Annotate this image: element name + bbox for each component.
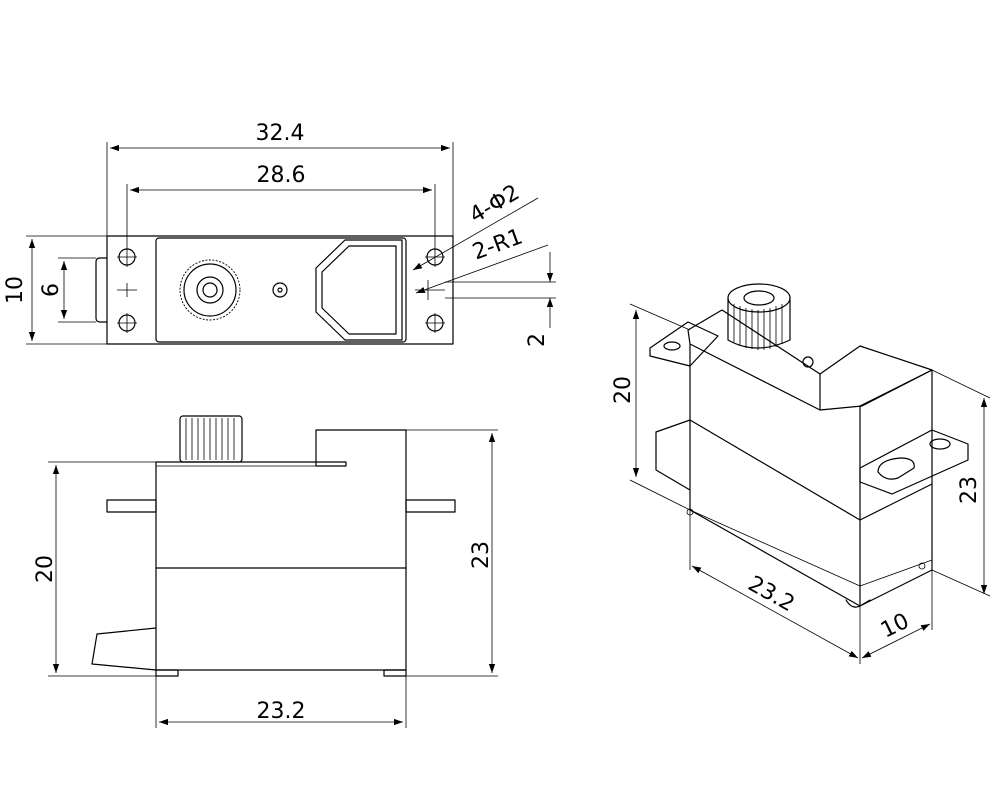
- output-spline-side: [179, 415, 243, 463]
- dim-slot: 2: [525, 333, 550, 347]
- callout-hole-diameter: 4-Φ2: [465, 180, 524, 228]
- iso-case-top: [687, 309, 933, 411]
- top-view-left-slot: [95, 257, 108, 323]
- dim-hole-spacing: 28.6: [257, 163, 306, 188]
- iso-right-flange: [859, 429, 969, 495]
- dim-overall-height: 10: [3, 276, 28, 304]
- top-view-flange: [106, 235, 454, 345]
- dim-overall-width: 32.4: [256, 121, 305, 146]
- case-screw: [272, 282, 288, 298]
- side-view: [48, 415, 498, 728]
- callout-radius: 2-R1: [469, 224, 526, 265]
- iso-left-flange: [649, 321, 719, 367]
- mounting-holes: [117, 247, 445, 333]
- iso-view: [629, 283, 991, 664]
- top-view: [26, 142, 556, 345]
- side-view-left-ear: [106, 499, 157, 513]
- dim-side-body-height: 20: [33, 555, 58, 583]
- top-view-case: [155, 237, 407, 343]
- dim-hole-height: 6: [39, 283, 64, 297]
- top-housing-outline: [315, 239, 403, 341]
- dim-side-width: 23.2: [257, 699, 306, 724]
- dim-iso-total-height: 23: [957, 476, 982, 504]
- output-spline-top: [179, 259, 241, 321]
- cable-strain-relief: [91, 627, 157, 671]
- dim-iso-depth: 10: [877, 609, 913, 644]
- side-view-right-ear: [405, 499, 456, 513]
- output-spline-iso: [727, 283, 791, 350]
- side-view-body: [155, 429, 407, 671]
- dim-side-total-height: 23: [469, 541, 494, 569]
- dim-iso-height: 20: [611, 376, 636, 404]
